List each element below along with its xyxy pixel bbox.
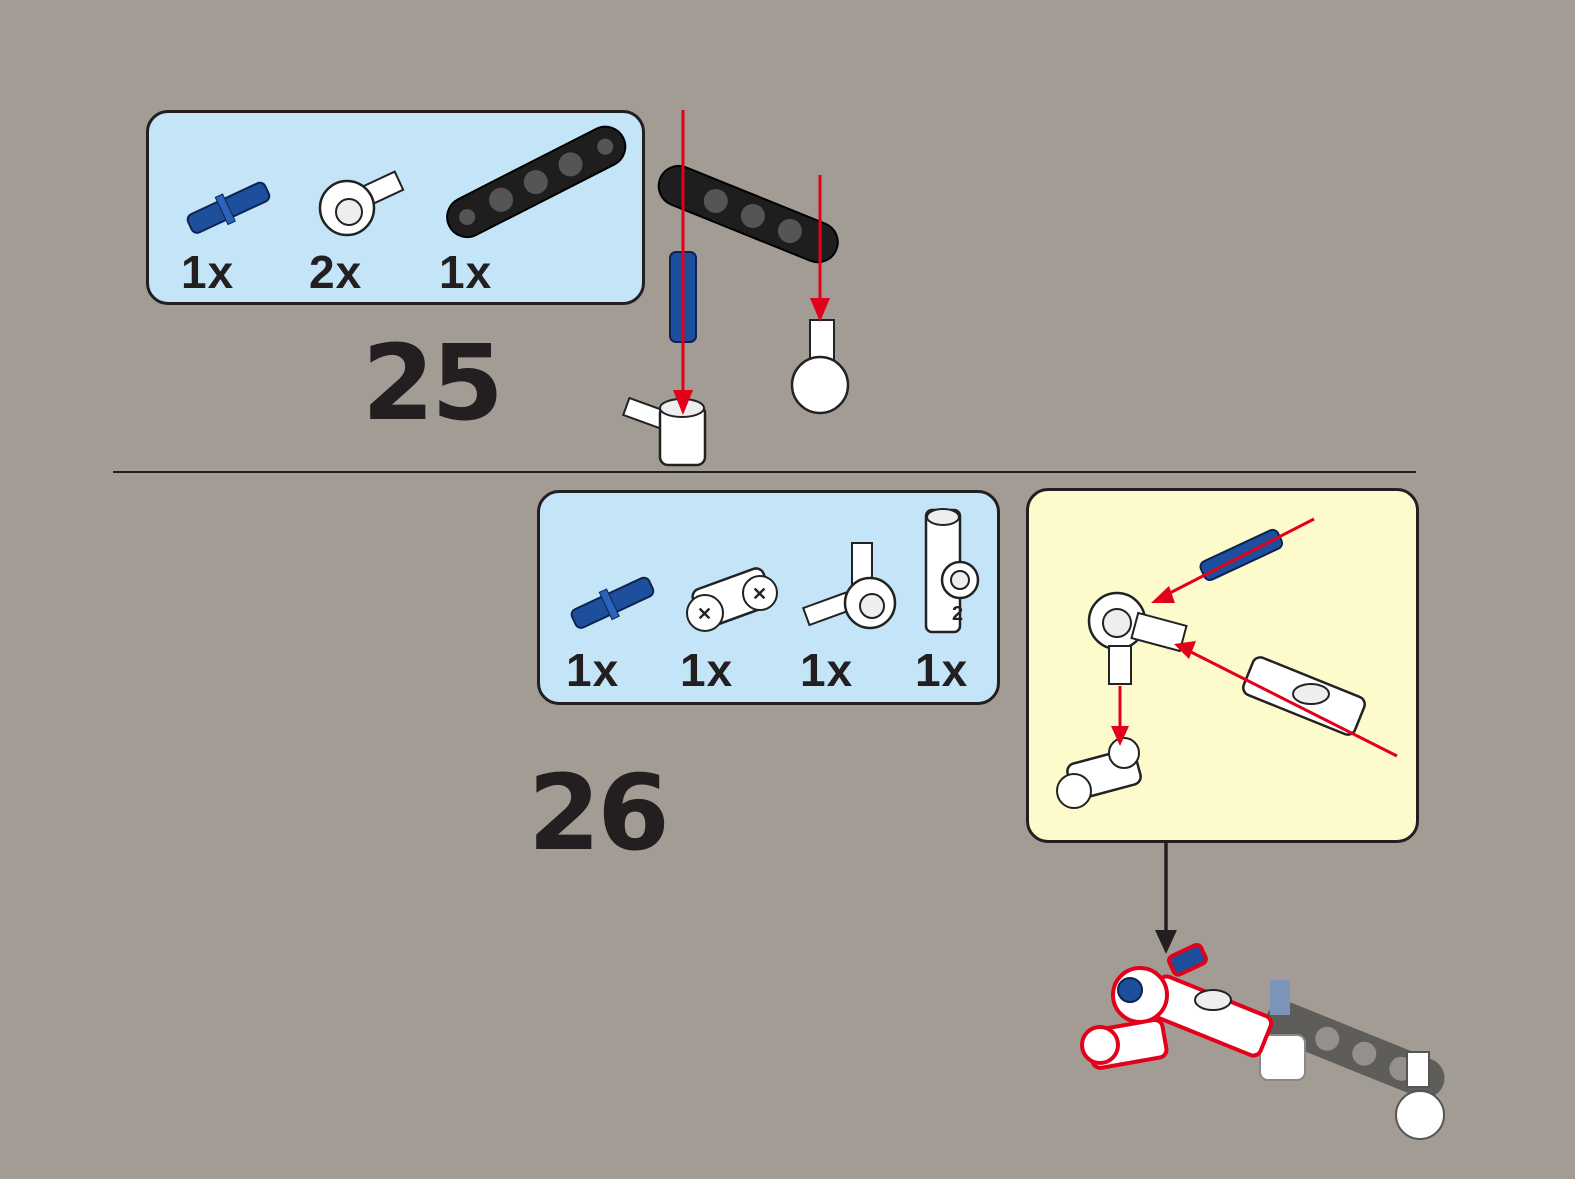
white-cross-block-icon: ✕ ✕ — [686, 567, 778, 632]
step-number: 25 — [362, 322, 504, 444]
part-quantity: 1x — [680, 644, 734, 696]
step-number: 26 — [528, 752, 670, 874]
black-beam-icon — [446, 125, 627, 239]
part-quantity: 1x — [439, 246, 493, 298]
part-quantity: 1x — [566, 644, 620, 696]
subassembly-panel — [1026, 488, 1419, 843]
step-26-parts-panel: ✕ ✕ 2 1x 1x 1x 1x — [537, 490, 1000, 705]
part-quantity: 1x — [800, 644, 854, 696]
part-quantity: 2x — [309, 246, 363, 298]
svg-text:✕: ✕ — [752, 584, 767, 604]
white-connector-icon — [801, 542, 897, 630]
subassembly-illustration — [1056, 517, 1398, 809]
white-connector-2-icon — [924, 508, 980, 634]
part-quantity: 1x — [181, 246, 235, 298]
step-25-assembly-illustration — [621, 110, 850, 467]
part-quantity: 1x — [915, 644, 969, 696]
red-arrow — [1111, 517, 1398, 758]
blue-pin-icon — [186, 181, 271, 234]
blue-pin-icon — [570, 576, 655, 629]
step-divider — [113, 471, 1416, 473]
down-arrow — [1155, 842, 1177, 954]
svg-text:✕: ✕ — [697, 604, 712, 624]
step-26-assembly-illustration — [1080, 942, 1445, 1140]
red-arrow — [673, 110, 830, 415]
step-25-parts-panel: 1x 2x 1x — [146, 110, 645, 305]
part-length-label: 2 — [952, 603, 964, 625]
white-connector-icon — [318, 170, 405, 237]
